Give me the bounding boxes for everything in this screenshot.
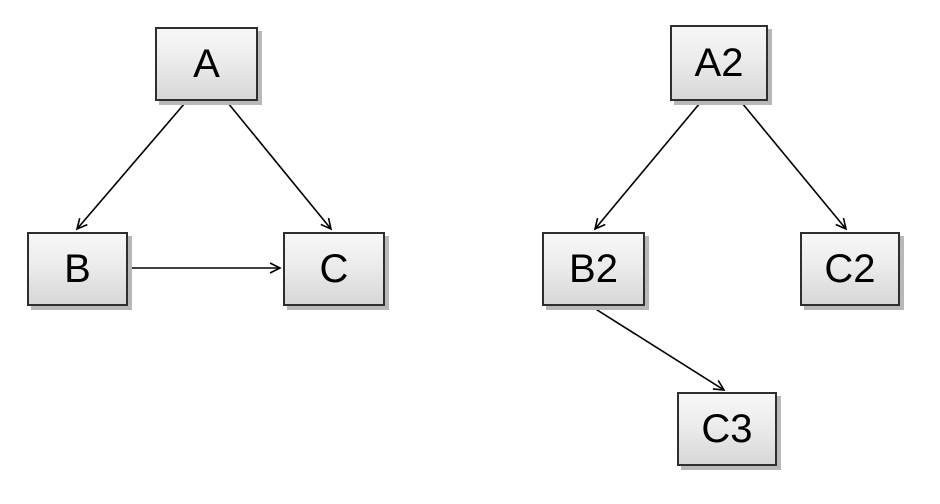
node-C2: C2 [800, 232, 900, 306]
edge-B2-C3 [593, 307, 726, 391]
node-C: C [283, 232, 385, 306]
node-B: B [27, 232, 128, 306]
node-label: C3 [701, 407, 753, 451]
edge-A-C [227, 102, 333, 231]
node-label: C2 [824, 247, 876, 291]
node-label: A2 [694, 41, 744, 85]
edge-A-B [75, 102, 186, 231]
edges-group [75, 102, 848, 391]
node-C3: C3 [677, 392, 777, 466]
edge-A2-B2 [593, 102, 701, 231]
node-label: B [64, 247, 91, 291]
node-A2: A2 [670, 25, 768, 101]
node-label: A [193, 42, 220, 86]
node-B2: B2 [542, 232, 645, 306]
node-A: A [155, 27, 258, 101]
node-label: C [319, 247, 349, 291]
node-label: B2 [569, 247, 618, 291]
edge-A2-C2 [741, 102, 848, 231]
